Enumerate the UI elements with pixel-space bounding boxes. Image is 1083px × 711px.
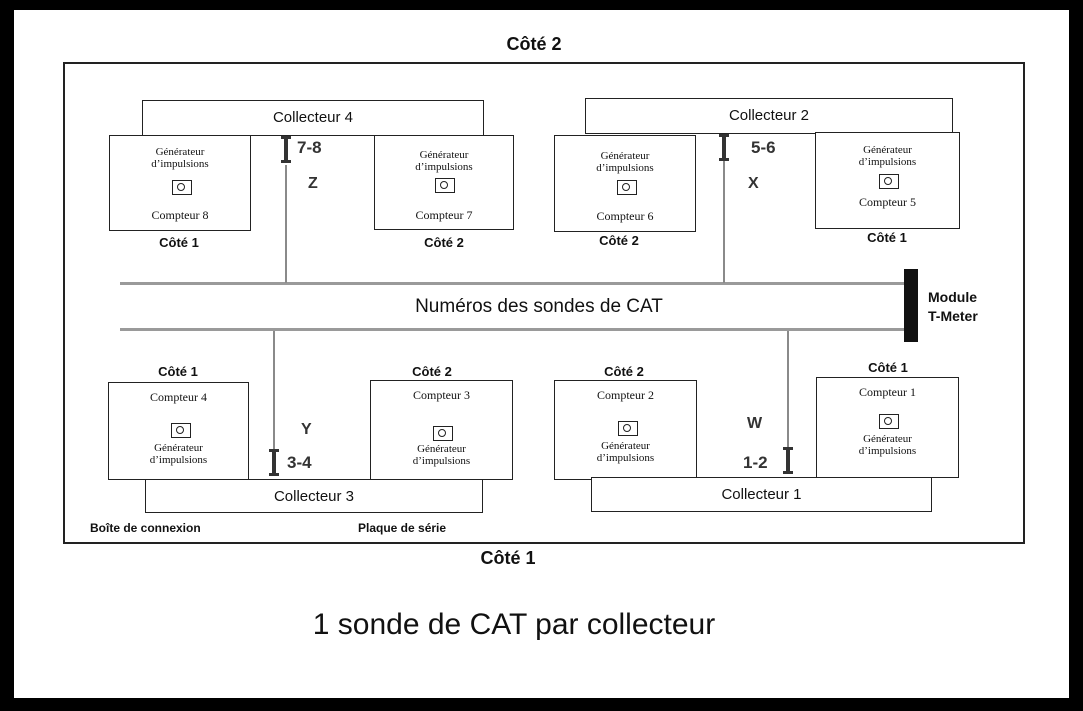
meter-2-icon: [618, 421, 638, 436]
generator-line2: d’impulsions: [415, 161, 473, 173]
meter-1-label: Compteur 1: [859, 385, 916, 399]
generator-line1: Générateur: [863, 433, 912, 445]
generator-line1: Générateur: [155, 146, 205, 158]
meter-5-side-label: Côté 1: [867, 230, 907, 245]
meter-1-box: Compteur 1 Générateur d’impulsions: [816, 377, 959, 478]
collector-4-label: Collecteur 4: [272, 109, 354, 126]
meter-4-label: Compteur 4: [150, 390, 207, 404]
collector-3-label: Collecteur 3: [273, 488, 355, 505]
serial-plate-label: Plaque de série: [358, 521, 447, 535]
probe-y-numbers: 3-4: [287, 453, 312, 472]
generator-line2: d’impulsions: [151, 158, 209, 170]
meter-4-generator-label: Générateur d’impulsions: [109, 442, 248, 466]
generator-line1: Générateur: [419, 149, 469, 161]
meter-6-side-label: Côté 2: [599, 233, 639, 248]
collector-2: Collecteur 2: [585, 98, 953, 134]
meter-8-box: Générateur d’impulsions Compteur 8: [109, 135, 251, 231]
probe-x-icon: [719, 134, 729, 162]
meter-7-box: Générateur d’impulsions Compteur 7: [374, 135, 514, 230]
probe-z-line: [285, 165, 287, 283]
probe-z-letter: Z: [308, 175, 318, 192]
generator-line2: d’impulsions: [412, 455, 471, 467]
meter-2-label: Compteur 2: [597, 388, 654, 402]
meter-8-icon: [172, 180, 192, 195]
t-meter-label: Module T-Meter: [928, 288, 978, 326]
generator-line2: d’impulsions: [149, 454, 208, 466]
meter-3-box: Compteur 3 Générateur d’impulsions: [370, 380, 513, 480]
meter-8-generator-label: Générateur d’impulsions: [110, 146, 250, 170]
meter-4-icon: [171, 423, 191, 438]
meter-1-generator-label: Générateur d’impulsions: [817, 433, 958, 457]
probe-w-letter: W: [747, 415, 763, 432]
meter-3-icon: [433, 426, 453, 441]
probe-x-numbers: 5-6: [751, 138, 776, 157]
probe-w-icon: [783, 447, 793, 477]
probe-z-numbers: 7-8: [297, 138, 322, 157]
generator-line1: Générateur: [863, 144, 912, 156]
probe-w-line: [787, 331, 789, 449]
t-meter-module: [904, 269, 918, 342]
diagram-canvas: Côté 2 Côté 1 Numéros des sondes de CAT …: [14, 10, 1069, 698]
meter-1-side-label: Côté 1: [868, 360, 908, 375]
junction-box-label: Boîte de connexion: [90, 521, 201, 535]
meter-6-box: Générateur d’impulsions Compteur 6: [554, 135, 696, 232]
probe-z-icon: [281, 136, 291, 166]
meter-7-icon: [435, 178, 455, 193]
collector-1: Collecteur 1: [591, 477, 932, 512]
probe-x-letter: X: [748, 175, 759, 192]
generator-line1: Générateur: [601, 440, 650, 452]
meter-4-box: Compteur 4 Générateur d’impulsions: [108, 382, 249, 480]
meter-7-label: Compteur 7: [415, 208, 473, 222]
meter-5-box: Générateur d’impulsions Compteur 5: [815, 132, 960, 229]
generator-line1: Générateur: [417, 443, 466, 455]
probe-y-icon: [269, 449, 279, 479]
probe-w-numbers: 1-2: [743, 453, 768, 472]
probe-y-letter: Y: [301, 421, 312, 438]
collector-1-label: Collecteur 1: [721, 486, 802, 503]
generator-line2: d’impulsions: [858, 156, 917, 168]
generator-line2: d’impulsions: [858, 445, 917, 457]
meter-3-label: Compteur 3: [413, 388, 470, 402]
meter-5-label: Compteur 5: [859, 195, 916, 209]
meter-2-side-label: Côté 2: [604, 364, 644, 379]
meter-1-icon: [879, 414, 899, 429]
meter-6-icon: [617, 180, 637, 195]
meter-2-box: Compteur 2 Générateur d’impulsions: [554, 380, 697, 480]
collector-4: Collecteur 4: [142, 100, 484, 136]
meter-6-generator-label: Générateur d’impulsions: [555, 150, 695, 174]
meter-7-generator-label: Générateur d’impulsions: [375, 149, 513, 173]
meter-5-generator-label: Générateur d’impulsions: [816, 144, 959, 168]
module-label-line1: Module: [928, 289, 977, 305]
meter-3-generator-label: Générateur d’impulsions: [371, 443, 512, 467]
bus-line-lower: [120, 328, 907, 331]
side-bottom-label: Côté 1: [480, 548, 536, 568]
collector-2-label: Collecteur 2: [728, 107, 810, 124]
meter-8-side-label: Côté 1: [159, 235, 199, 250]
meter-7-side-label: Côté 2: [424, 235, 464, 250]
collector-3: Collecteur 3: [145, 479, 483, 513]
meter-4-side-label: Côté 1: [158, 364, 198, 379]
module-label-line2: T-Meter: [928, 308, 978, 324]
side-top-label: Côté 2: [506, 34, 562, 54]
generator-line2: d’impulsions: [596, 452, 655, 464]
diagram-caption: 1 sonde de CAT par collecteur: [312, 608, 716, 641]
meter-5-icon: [879, 174, 899, 189]
meter-6-label: Compteur 6: [596, 209, 654, 223]
probe-y-line: [273, 331, 275, 451]
generator-line1: Générateur: [154, 442, 203, 454]
bus-label: Numéros des sondes de CAT: [415, 296, 663, 317]
meter-8-label: Compteur 8: [151, 208, 209, 222]
generator-line1: Générateur: [600, 150, 650, 162]
bus-line-upper: [120, 282, 907, 285]
probe-x-line: [723, 160, 725, 283]
meter-3-side-label: Côté 2: [412, 364, 452, 379]
meter-2-generator-label: Générateur d’impulsions: [555, 440, 696, 464]
generator-line2: d’impulsions: [596, 162, 654, 174]
